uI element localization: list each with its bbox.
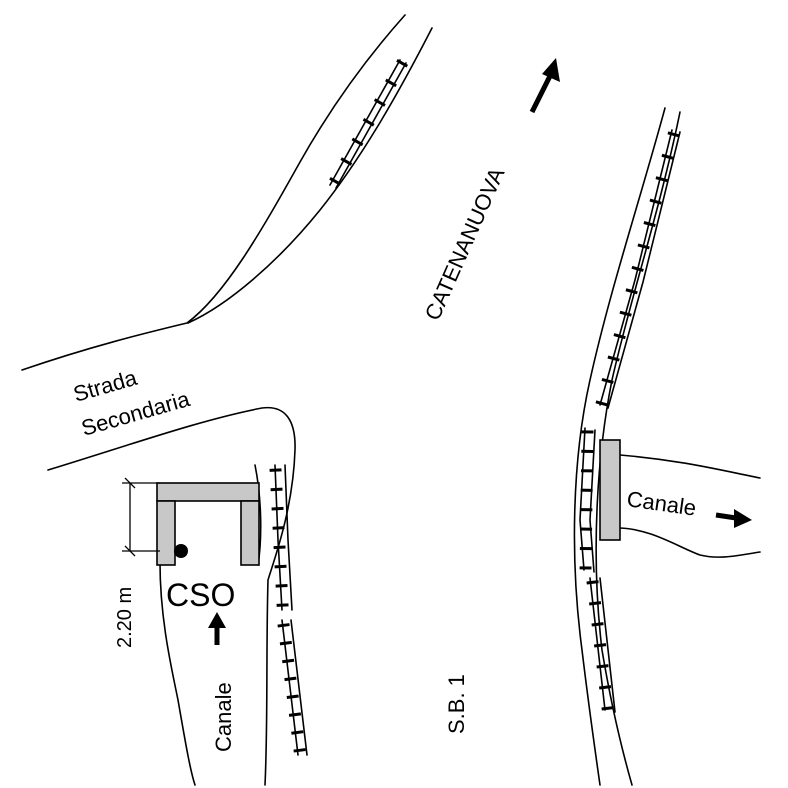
canal-label-bottom: Canale <box>211 682 236 752</box>
guardrail-rung <box>637 243 650 250</box>
right-canal-upper-bank <box>619 454 761 479</box>
guardrail-rung <box>275 584 288 588</box>
guardrail-rung <box>591 622 604 627</box>
cso-label: CSO <box>166 577 235 613</box>
guardrail-rung <box>595 400 608 407</box>
guardrail-rung <box>329 176 342 186</box>
guardrail-rung <box>284 676 297 682</box>
guardrail-rung <box>619 310 632 317</box>
guardrail-rung <box>286 694 299 699</box>
guardrail-rung <box>613 333 626 340</box>
road-edge-upper-right <box>187 27 433 324</box>
guardrail-rung <box>288 712 302 717</box>
guardrail-rung <box>631 265 644 272</box>
guardrail-rung <box>279 640 292 646</box>
arrow-icon <box>715 509 752 528</box>
dimension-label: 2.20 m <box>114 587 136 648</box>
guardrail-rung <box>282 658 295 664</box>
guardrail-rung <box>667 131 680 138</box>
guardrail-rung <box>340 157 353 166</box>
arrow-icon <box>529 58 560 114</box>
guardrail-rung <box>277 623 290 628</box>
road-edge-upper-left <box>21 14 406 371</box>
sb1-edge-left <box>573 107 666 786</box>
sb1-label: S.B. 1 <box>444 674 469 734</box>
guardrail-rung <box>272 526 285 530</box>
guardrail-rung <box>601 706 614 711</box>
guardrail-rung <box>661 153 674 160</box>
guardrail-rung <box>396 58 409 68</box>
guardrail-rung <box>276 603 289 607</box>
guardrail-top <box>329 59 407 189</box>
cso-structure <box>156 482 260 566</box>
guardrail-rung <box>270 487 283 492</box>
outlet-dot-icon <box>174 544 188 558</box>
guardrail-rung <box>293 748 306 753</box>
guardrail-rung <box>655 176 668 183</box>
outlet-structure-right <box>599 439 621 541</box>
arrow-icon <box>208 612 226 645</box>
guardrail-rung <box>593 643 607 648</box>
canal-left-bank <box>159 562 196 786</box>
guardrail-rung <box>291 730 304 735</box>
guardrail-rung <box>385 78 397 88</box>
guardrail-rungs <box>269 58 680 753</box>
canal-label-right: Canale <box>625 486 698 520</box>
guardrail-rung <box>351 137 364 147</box>
guardrail-rung <box>269 468 282 472</box>
guardrail-rung <box>625 288 638 295</box>
guardrail-rung <box>607 355 620 362</box>
road-edge-lower-left <box>47 406 296 786</box>
right-canal-lower-bank <box>617 527 761 558</box>
guardrail-rung <box>643 221 656 228</box>
guardrail-rung <box>274 564 287 569</box>
guardrail-rung <box>271 506 284 511</box>
road-label-line1: Strada <box>70 365 140 407</box>
guardrail-rung <box>649 198 662 205</box>
guardrail-rung <box>596 664 609 669</box>
dimension-marker <box>122 477 160 557</box>
guardrail-rung <box>273 545 286 550</box>
guardrail-rung <box>373 98 386 107</box>
guardrail-rung <box>588 601 602 606</box>
guardrail-rung <box>598 685 612 690</box>
guardrail-rung <box>586 580 599 585</box>
guardrail-rung <box>362 117 375 127</box>
direction-label: CATENANUOVA <box>420 164 510 324</box>
guardrail-rung <box>601 377 614 384</box>
